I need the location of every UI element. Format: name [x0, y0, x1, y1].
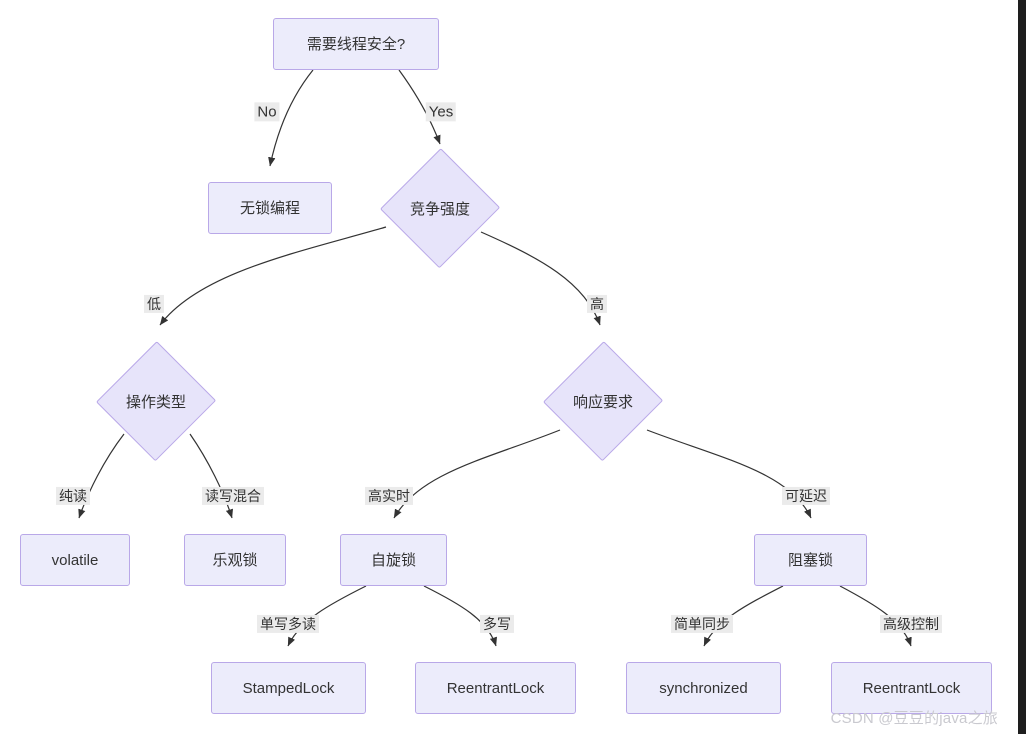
edge-label: 低	[144, 294, 164, 314]
process-node-label: 需要线程安全?	[306, 35, 406, 53]
process-node-label: 乐观锁	[212, 551, 258, 569]
process-node-label: 自旋锁	[370, 551, 416, 569]
edge-path	[480, 231, 601, 326]
edge-label: No	[254, 102, 280, 122]
edge-label: 多写	[480, 614, 514, 634]
process-node[interactable]: ReentrantLock	[831, 662, 992, 714]
decision-node[interactable]: 竞争强度	[379, 147, 501, 269]
process-node-label: ReentrantLock	[446, 679, 545, 697]
process-node[interactable]: 需要线程安全?	[273, 18, 439, 70]
process-node[interactable]: 阻塞锁	[754, 534, 867, 586]
process-node[interactable]: 自旋锁	[340, 534, 447, 586]
decision-node[interactable]: 响应要求	[542, 340, 664, 462]
edge-label: Yes	[425, 102, 457, 122]
process-node-label: 无锁编程	[239, 199, 300, 217]
edge-label: 读写混合	[202, 486, 264, 506]
watermark: CSDN @豆豆的java之旅	[830, 710, 998, 727]
edge-path	[393, 429, 561, 519]
process-node-label: volatile	[51, 551, 99, 569]
process-node[interactable]: ReentrantLock	[415, 662, 576, 714]
edge-label: 简单同步	[671, 614, 733, 634]
edge-label: 单写多读	[257, 614, 319, 634]
decision-node-label: 响应要求	[572, 393, 633, 411]
process-node[interactable]: volatile	[20, 534, 130, 586]
process-node[interactable]: synchronized	[626, 662, 781, 714]
edge-path	[159, 226, 387, 326]
process-node[interactable]: 无锁编程	[208, 182, 332, 234]
process-node-label: 阻塞锁	[787, 551, 833, 569]
edge-label: 高实时	[365, 486, 413, 506]
process-node-label: ReentrantLock	[862, 679, 961, 697]
edge-label: 高	[587, 294, 607, 314]
process-node[interactable]: 乐观锁	[184, 534, 286, 586]
edge-label: 高级控制	[880, 614, 942, 634]
edge-label: 可延迟	[782, 486, 830, 506]
edge-label: 纯读	[56, 486, 90, 506]
decision-node[interactable]: 操作类型	[95, 340, 217, 462]
process-node-label: synchronized	[659, 679, 748, 697]
process-node[interactable]: StampedLock	[211, 662, 366, 714]
right-edge-strip	[1018, 0, 1026, 734]
decision-node-label: 竞争强度	[409, 200, 470, 218]
decision-node-label: 操作类型	[125, 393, 186, 411]
process-node-label: StampedLock	[242, 679, 335, 697]
